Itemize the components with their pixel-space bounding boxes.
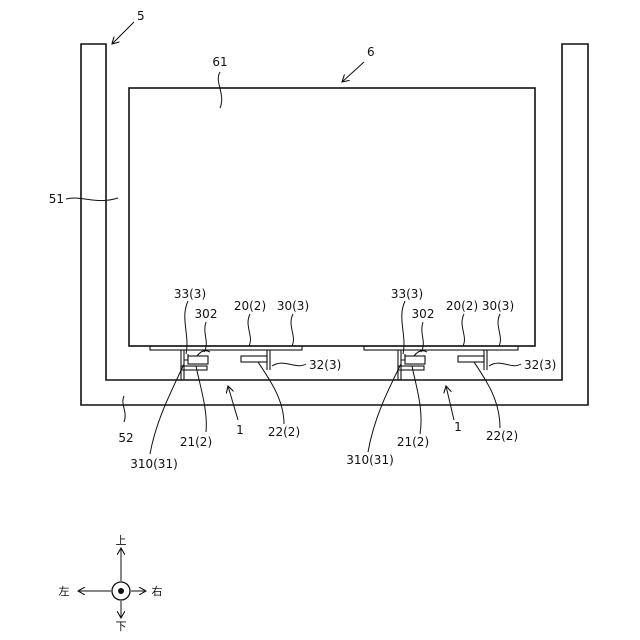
hook-302-right [414, 351, 427, 356]
label-22-left: 22(2) [268, 425, 300, 439]
leader-61 [218, 72, 221, 108]
label-302-left: 302 [195, 307, 218, 321]
leader-30-left [291, 314, 293, 346]
label-310-right: 310(31) [346, 453, 394, 467]
direction-compass: 上 下 左 右 [59, 534, 163, 633]
label-5: 5 [137, 9, 145, 23]
base-21-right [398, 366, 424, 370]
block-21-left [188, 356, 208, 364]
leader-22-left [258, 362, 284, 424]
hook-302-left [197, 351, 210, 356]
clip-310-left [184, 354, 188, 360]
block-22-right [458, 356, 484, 362]
compass-dot [118, 588, 124, 594]
label-310-left: 310(31) [130, 457, 178, 471]
direction-left: 左 [59, 585, 70, 598]
leader-32-right [489, 363, 521, 366]
leader-51 [66, 198, 118, 201]
clip-310-right [401, 354, 405, 360]
label-33-left: 33(3) [174, 287, 206, 301]
leader-302-left [204, 322, 206, 352]
direction-up: 上 [116, 534, 127, 547]
arrow-1-left [228, 386, 238, 420]
leader-30-right [498, 314, 500, 346]
arrow-1-right [446, 386, 454, 420]
label-61: 61 [212, 55, 227, 69]
label-33-right: 33(3) [391, 287, 423, 301]
label-30-right: 30(3) [482, 299, 514, 313]
label-21-right: 21(2) [397, 435, 429, 449]
label-22-right: 22(2) [486, 429, 518, 443]
label-21-left: 21(2) [180, 435, 212, 449]
arrow-6 [342, 62, 364, 82]
arrow-5 [112, 22, 134, 44]
label-52: 52 [118, 431, 133, 445]
block-22-left [241, 356, 267, 362]
label-32-left: 32(3) [309, 358, 341, 372]
leader-20-left [248, 314, 250, 346]
label-1-right: 1 [454, 420, 462, 434]
leader-32-left [272, 363, 306, 366]
direction-down: 下 [116, 620, 127, 633]
leader-21-left [196, 366, 206, 432]
label-51: 51 [49, 192, 64, 206]
label-20-left: 20(2) [234, 299, 266, 313]
base-21-left [181, 366, 207, 370]
label-20-right: 20(2) [446, 299, 478, 313]
leader-22-right [474, 362, 500, 428]
label-30-left: 30(3) [277, 299, 309, 313]
label-6: 6 [367, 45, 375, 59]
label-302-right: 302 [412, 307, 435, 321]
direction-right: 右 [152, 584, 163, 598]
label-32-right: 32(3) [524, 358, 556, 372]
leader-302-right [421, 322, 423, 352]
leader-52 [123, 396, 125, 422]
block-21-right [405, 356, 425, 364]
leader-21-right [412, 366, 421, 434]
leader-20-right [462, 314, 464, 346]
label-1-left: 1 [236, 423, 244, 437]
container-5 [81, 44, 588, 405]
